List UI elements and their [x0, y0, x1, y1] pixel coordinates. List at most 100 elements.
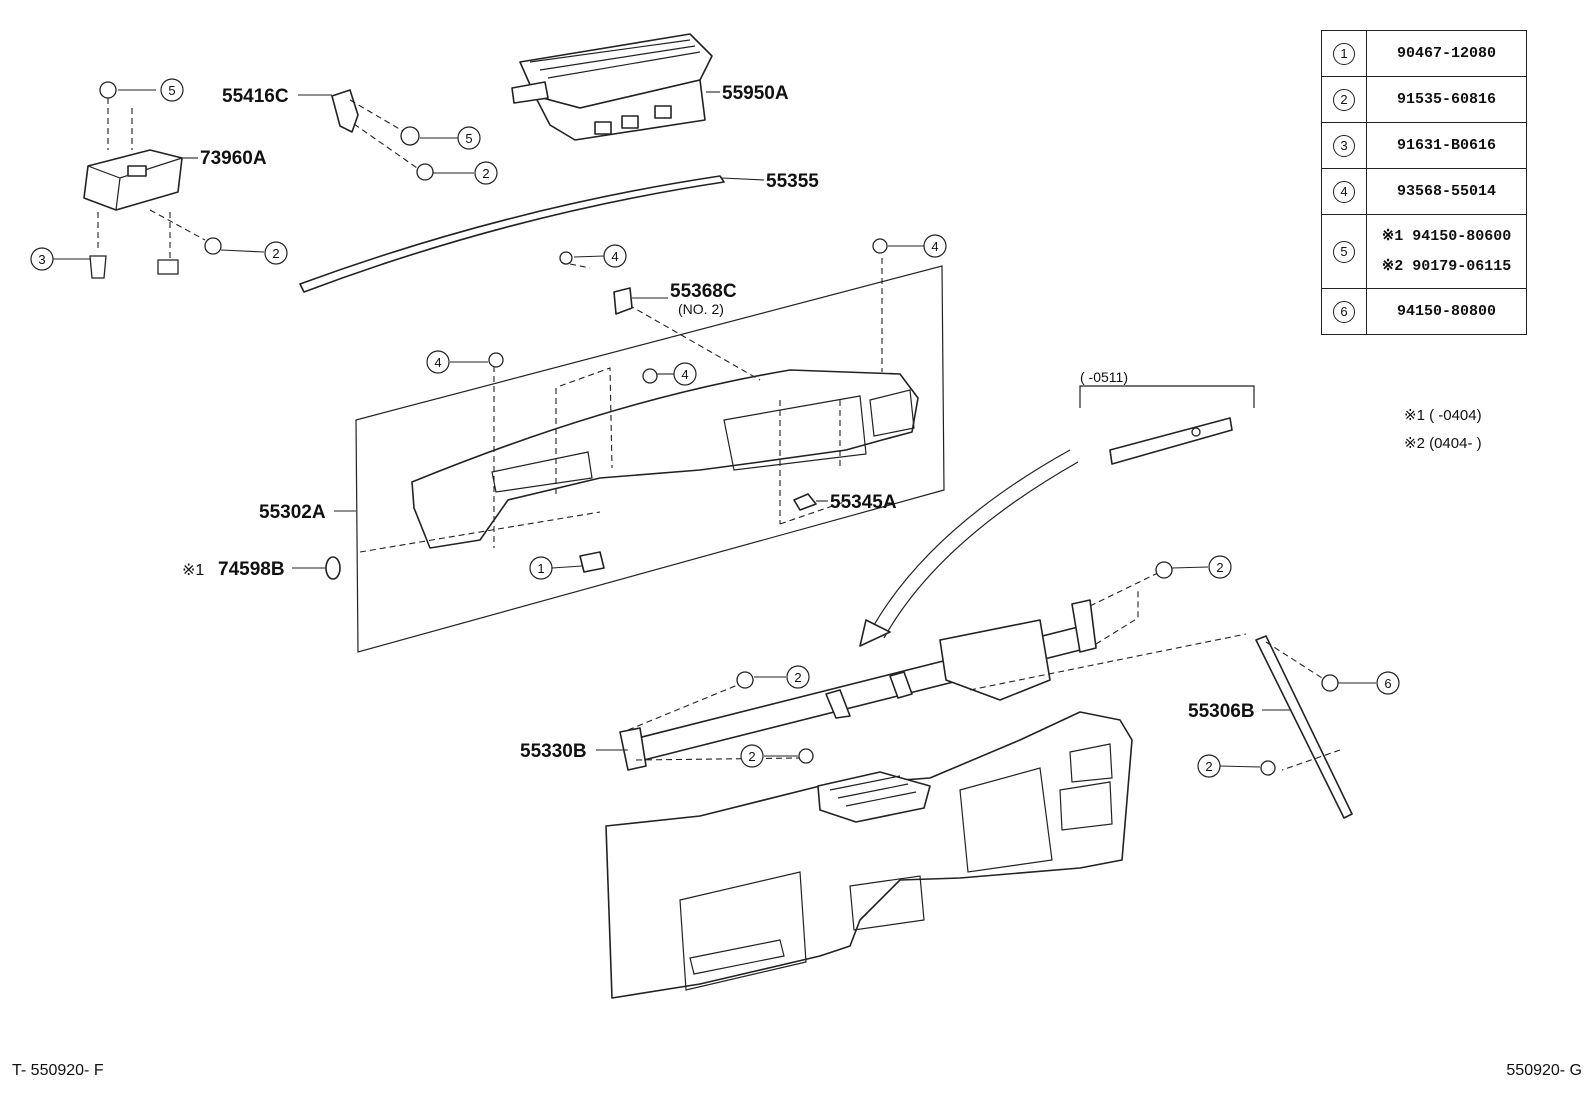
- upper-panel-55302a: 55302A: [259, 258, 945, 653]
- part-number: 90467-12080: [1366, 30, 1527, 77]
- label-74598b: 74598B: [218, 559, 285, 580]
- footer-right-code: 550920- G: [1506, 1062, 1582, 1079]
- parts-number-table: 1 90467-12080 2 91535-60816 3 91631-B061…: [1321, 30, 1527, 335]
- row-number-circle: 4: [1333, 180, 1355, 203]
- label-55368c: 55368C: [670, 281, 737, 302]
- callout-4-circle: [923, 234, 947, 258]
- label-73960a: 73960A: [200, 148, 267, 169]
- part-number: ※2 90179-06115: [1381, 257, 1512, 275]
- callout-3-circle: [30, 247, 54, 271]
- callout-2: 2: [748, 749, 755, 764]
- table-row: 5 ※1 94150-80600 ※2 90179-06115: [1321, 214, 1527, 289]
- screws-4: [450, 238, 924, 384]
- callout-2-circle: [786, 665, 810, 689]
- callout-3: 3: [38, 252, 45, 267]
- callout-6: 6: [1384, 676, 1391, 691]
- brace-55306b: 55306B: [969, 633, 1376, 819]
- label-55368c-sub: (NO. 2): [678, 301, 724, 317]
- callout-6-circle: [1376, 671, 1400, 695]
- lower-instrument-panel: [605, 711, 1133, 999]
- table-row: 6 94150-80800: [1321, 288, 1527, 335]
- callout-2: 2: [1216, 560, 1223, 575]
- callout-2: 2: [272, 246, 279, 261]
- bolt-icon: [736, 671, 754, 689]
- part-number: 91535-60816: [1366, 76, 1527, 123]
- hole-icon: [1191, 427, 1201, 437]
- range-inset: ( -0511): [859, 369, 1255, 647]
- bracket-55368c: 55368C (NO. 2): [613, 281, 737, 317]
- row-number-circle: 2: [1333, 88, 1355, 111]
- callout-5: 5: [168, 83, 175, 98]
- callout-5: 5: [465, 131, 472, 146]
- note-2: ※2 (0404- ): [1404, 435, 1482, 452]
- arrow-icon: [859, 619, 891, 647]
- component-73960a: 73960A: [52, 81, 267, 279]
- label-55330b: 55330B: [520, 741, 587, 762]
- table-row: 2 91535-60816: [1321, 76, 1527, 123]
- callout-4: 4: [611, 249, 618, 264]
- mark-74598b: ※1: [182, 562, 204, 579]
- screw-icon: [488, 352, 504, 368]
- row-number-circle: 1: [1333, 42, 1355, 65]
- callout-2-circle: [1208, 555, 1232, 579]
- reinforcement-55330b: 55330B: [520, 561, 1209, 771]
- callout-5-circle: [160, 78, 184, 102]
- clip-icon: [157, 259, 179, 275]
- nut-icon: [99, 81, 117, 99]
- callout-1: 1: [537, 561, 544, 576]
- callout-1-circle: [529, 556, 553, 580]
- callout-4: 4: [434, 355, 441, 370]
- bracket-55416c: 55416C: [222, 86, 474, 181]
- callout-circles: 5 5 2 3 2 4 4 4 4 1 2 2 2 6 2: [30, 78, 1400, 778]
- part-number: 91631-B0616: [1366, 122, 1527, 169]
- label-55355: 55355: [766, 171, 819, 192]
- clip-55345a: 55345A: [793, 492, 897, 513]
- molding-55355: 55355: [299, 171, 819, 293]
- callout-4: 4: [931, 239, 938, 254]
- row-number-circle: 3: [1333, 134, 1355, 157]
- bolt-icon: [204, 237, 222, 255]
- table-row: 1 90467-12080: [1321, 30, 1527, 77]
- callout-2: 2: [794, 670, 801, 685]
- callout-5-circle: [457, 126, 481, 150]
- bolt-icon: [1260, 760, 1276, 776]
- nut-icon: [1321, 674, 1339, 692]
- label-55950a: 55950A: [722, 83, 789, 104]
- callout-2-circle: [1197, 754, 1221, 778]
- label-55416c: 55416C: [222, 86, 289, 107]
- row-number-circle: 6: [1333, 300, 1355, 323]
- label-55302a: 55302A: [259, 502, 326, 523]
- screw-icon: [872, 238, 888, 254]
- table-row: 3 91631-B0616: [1321, 122, 1527, 169]
- callout-4-circle: [426, 350, 450, 374]
- label-55345a: 55345A: [830, 492, 897, 513]
- row-number-circle: 5: [1333, 240, 1355, 263]
- bolt-icon: [798, 748, 814, 764]
- callout-4-circle: [603, 244, 627, 268]
- callout-2-circle: [474, 161, 498, 185]
- defroster-nozzle-55950a: 55950A: [511, 33, 789, 141]
- clip-1: [551, 551, 605, 573]
- part-number: ※1 94150-80600: [1381, 227, 1512, 245]
- callout-4-circle: [673, 362, 697, 386]
- part-number: 94150-80800: [1366, 288, 1527, 335]
- bolt-icon: [416, 163, 434, 181]
- plug-74598b: ※1 74598B: [182, 556, 341, 580]
- screw-icon: [559, 251, 573, 265]
- nut-icon: [400, 126, 420, 146]
- callout-2-circle: [264, 241, 288, 265]
- footer-left-code: T- 550920- F: [12, 1062, 104, 1079]
- callout-4: 4: [681, 367, 688, 382]
- label-55306b: 55306B: [1188, 701, 1255, 722]
- callout-2: 2: [1205, 759, 1212, 774]
- callout-2-circle: [740, 744, 764, 768]
- screw-icon: [89, 255, 107, 279]
- screw-icon: [642, 368, 658, 384]
- callout-2: 2: [482, 166, 489, 181]
- bolt-icon: [1155, 561, 1173, 579]
- note-1: ※1 ( -0404): [1404, 407, 1482, 424]
- range-bracket-label: ( -0511): [1080, 369, 1128, 385]
- part-number: 93568-55014: [1366, 168, 1527, 215]
- table-row: 4 93568-55014: [1321, 168, 1527, 215]
